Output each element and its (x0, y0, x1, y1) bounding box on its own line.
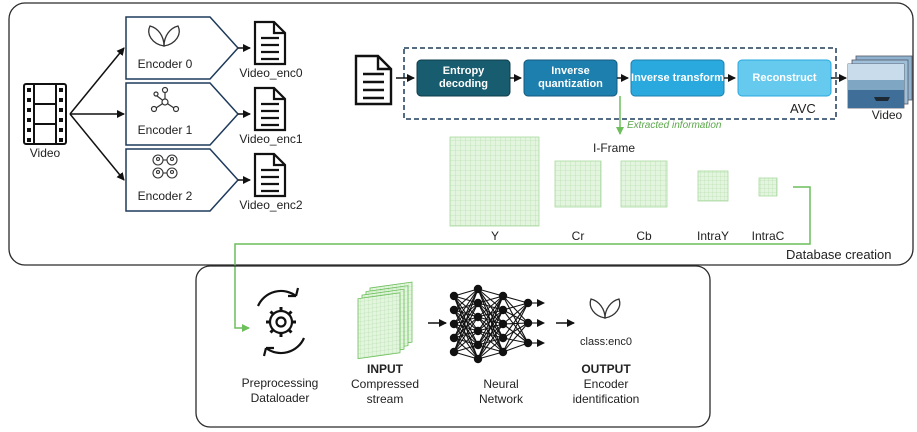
iframe-component-label: Y (490, 229, 500, 243)
leaf-icon (148, 25, 180, 47)
input-heading: INPUT (367, 362, 403, 376)
output-line: Encoder (583, 377, 629, 391)
encoder-label-1: Encoder 1 (137, 123, 193, 137)
people-network-icon (152, 154, 178, 179)
video-to-encoder-arrows (69, 47, 125, 181)
decoder-step-label: Inverse quantization (538, 65, 603, 90)
reconstructed-video-label: Video (871, 108, 903, 122)
database-creation-panel (8, 2, 914, 266)
encoded-file-label-0: Video_enc0 (239, 66, 303, 80)
input-line: Compressed (350, 377, 420, 391)
iframe-y-grid (449, 136, 540, 227)
iframe-component-label: Cb (636, 229, 652, 243)
compressed-stream-stack-icon (357, 281, 413, 360)
training-panel (195, 265, 711, 428)
iframe-cr-grid (554, 160, 602, 208)
film-strip-icon (23, 83, 67, 145)
dataset-flow-arrow (234, 186, 811, 332)
avc-container (403, 47, 837, 120)
network-icon (150, 86, 180, 113)
extracted-information-label: Extracted information (627, 120, 722, 131)
file-icon (253, 86, 287, 132)
encoder-box-2 (125, 148, 240, 212)
iframe-intray-grid (697, 170, 729, 202)
iframe-component-label: IntraY (696, 229, 730, 243)
encoded-file-label-1: Video_enc1 (239, 132, 303, 146)
file-icon (253, 20, 287, 66)
dataloader-label: Dataloader (250, 391, 310, 405)
leaf-icon (589, 298, 621, 319)
encoded-file-label-2: Video_enc2 (239, 198, 303, 212)
video-thumbnail (847, 55, 913, 109)
input-line: stream (366, 392, 404, 406)
encoder-label-2: Encoder 2 (137, 189, 193, 203)
video-source-label: Video (29, 146, 61, 160)
decoder-step-label: Reconstruct (752, 71, 817, 84)
preprocessing-label: Preprocessing (241, 376, 319, 390)
output-line: identification (572, 392, 640, 406)
iframe-component-label: IntraC (751, 229, 785, 243)
network-label: Network (478, 392, 524, 406)
iframe-cb-grid (620, 160, 668, 208)
neural-network-icon (449, 284, 545, 364)
encoder-to-file-arrows (238, 44, 251, 184)
decoder-step-label: Entropy decoding (439, 65, 488, 90)
iframe-component-label: Cr (571, 229, 585, 243)
encoder-box-1 (125, 82, 240, 146)
file-icon (354, 54, 393, 106)
decoder-step-label: Inverse transform (631, 71, 724, 84)
network-label: Neural (483, 377, 519, 391)
database-creation-label: Database creation (786, 247, 892, 262)
iframe-intrac-grid (758, 177, 778, 197)
gear-sync-icon (256, 287, 306, 357)
file-icon (253, 152, 287, 198)
output-heading: OUTPUT (581, 362, 631, 376)
encoder-label-0: Encoder 0 (137, 57, 193, 71)
iframe-title: I-Frame (593, 141, 635, 155)
avc-label: AVC (790, 101, 816, 116)
encoder-box-0 (125, 16, 240, 80)
class-label: class:enc0 (580, 336, 632, 348)
